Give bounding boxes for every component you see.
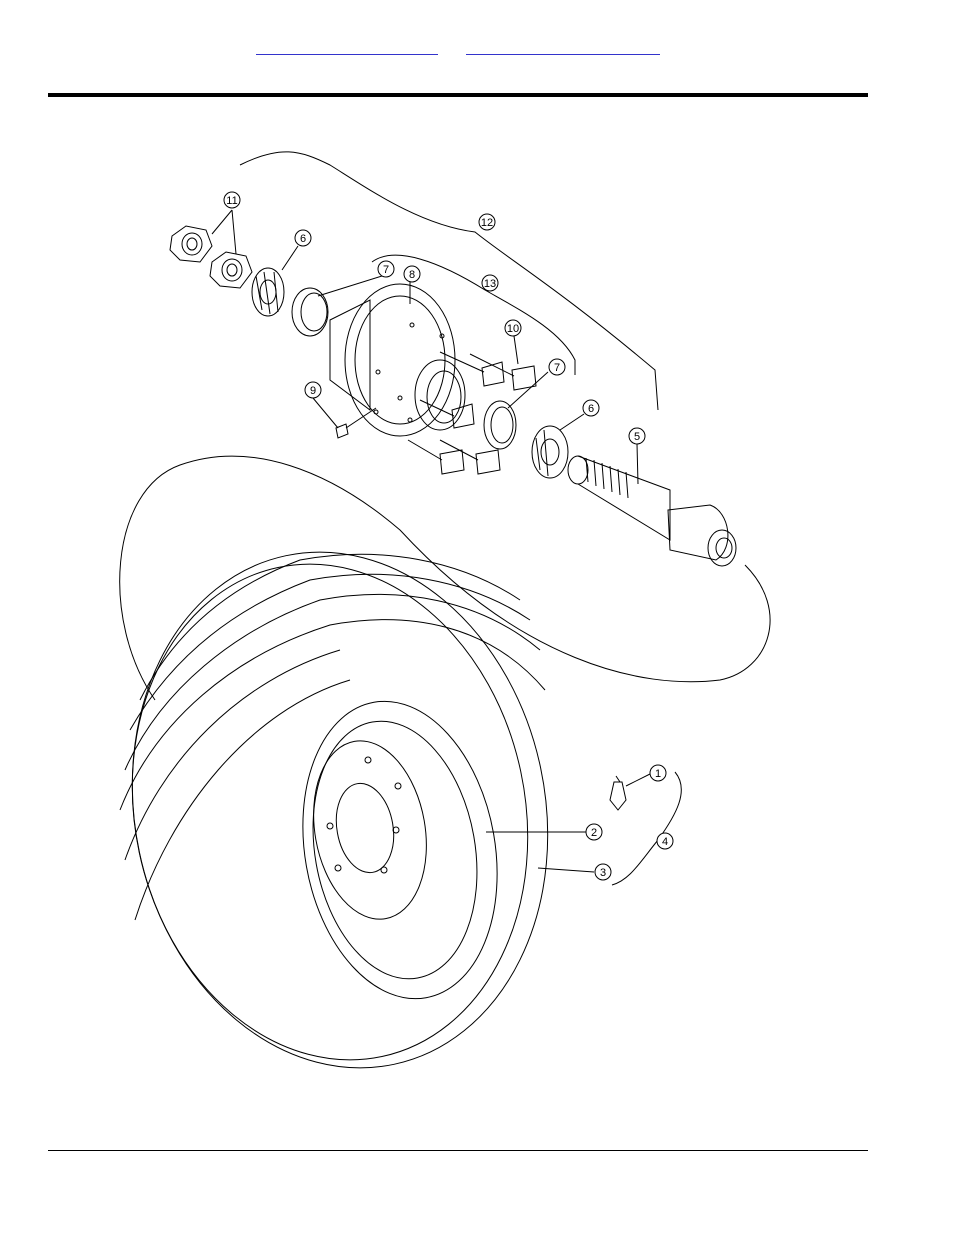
callout-9: 9 bbox=[305, 382, 321, 398]
tire bbox=[85, 513, 594, 1107]
callout-11: 11 bbox=[224, 192, 240, 208]
svg-text:8: 8 bbox=[409, 269, 415, 281]
bearing-cup-inner bbox=[484, 401, 516, 449]
callout-5: 5 bbox=[629, 428, 645, 444]
hub-body bbox=[330, 284, 465, 436]
callout-13: 13 bbox=[482, 275, 498, 291]
callout-10: 10 bbox=[505, 320, 521, 336]
callout-6b: 6 bbox=[583, 400, 599, 416]
bracket-13 bbox=[372, 255, 575, 375]
svg-text:9: 9 bbox=[310, 385, 316, 397]
callout-7a: 7 bbox=[378, 261, 394, 277]
footer-rule bbox=[48, 1150, 868, 1151]
svg-text:7: 7 bbox=[383, 264, 389, 276]
svg-text:12: 12 bbox=[481, 217, 493, 229]
svg-text:6: 6 bbox=[588, 403, 594, 415]
svg-text:6: 6 bbox=[300, 233, 306, 245]
callout-8: 8 bbox=[404, 266, 420, 282]
callout-7b: 7 bbox=[549, 359, 565, 375]
svg-text:13: 13 bbox=[484, 278, 496, 290]
hex-nut-inner bbox=[210, 252, 252, 288]
wheel-studs bbox=[408, 352, 536, 474]
svg-text:10: 10 bbox=[507, 323, 519, 335]
callout-3: 3 bbox=[595, 864, 611, 880]
callout-2: 2 bbox=[586, 824, 602, 840]
svg-text:2: 2 bbox=[591, 827, 597, 839]
hex-nut-outer bbox=[170, 226, 212, 262]
svg-text:1: 1 bbox=[655, 768, 661, 780]
svg-text:11: 11 bbox=[226, 195, 237, 207]
spindle bbox=[568, 456, 736, 566]
svg-text:4: 4 bbox=[662, 836, 668, 848]
bracket-12 bbox=[240, 152, 658, 410]
svg-text:5: 5 bbox=[634, 431, 640, 443]
bearing-cup-outer bbox=[292, 288, 328, 336]
callouts: 11 6 12 7 8 13 10 7 9 6 5 1 2 4 3 bbox=[224, 192, 673, 880]
svg-text:3: 3 bbox=[600, 867, 606, 879]
svg-text:7: 7 bbox=[554, 362, 560, 374]
wheel-rim bbox=[280, 686, 519, 1014]
callout-6a: 6 bbox=[295, 230, 311, 246]
bearing-cone-outer bbox=[252, 268, 284, 316]
callout-1: 1 bbox=[650, 765, 666, 781]
bracket-4 bbox=[612, 772, 681, 885]
callout-4: 4 bbox=[657, 833, 673, 849]
bearing-cone-inner bbox=[532, 426, 568, 478]
grease-fitting bbox=[336, 408, 376, 438]
valve-stem bbox=[610, 776, 626, 810]
callout-12: 12 bbox=[479, 214, 495, 230]
loop-axle-to-wheel bbox=[120, 456, 770, 700]
